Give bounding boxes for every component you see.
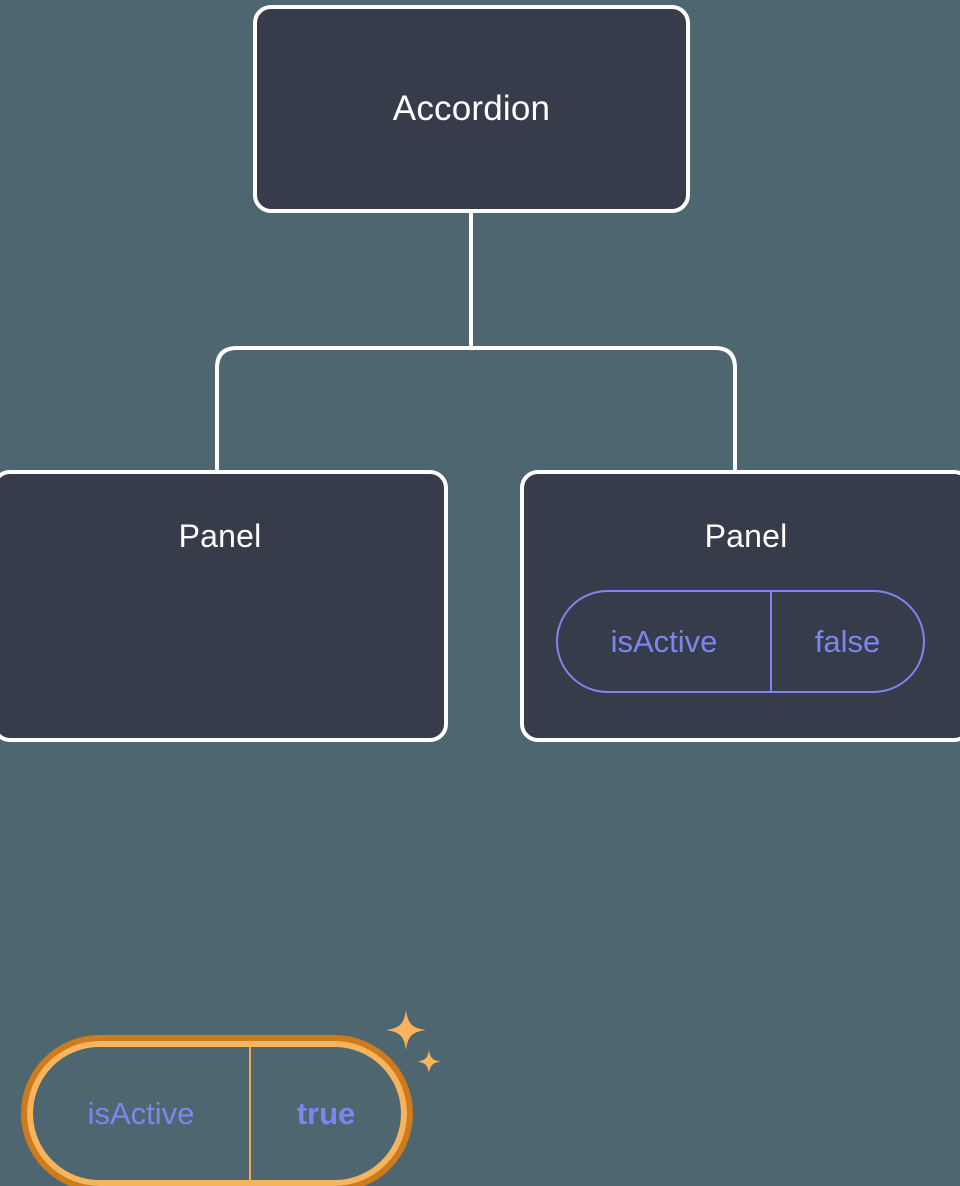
sparkle-small-icon [417,1050,441,1074]
prop-pill-isactive-true[interactable]: isActive true [27,1041,407,1186]
prop-key-label: isActive [610,623,718,659]
tree-node-panel-active[interactable]: Panel isActive true [0,470,448,1186]
sparkle-large-icon [386,1010,426,1050]
connector-branch-bar [215,346,737,472]
node-title-panel-inactive: Panel [704,518,788,554]
prop-value-label: false [770,592,923,691]
tree-connector-lines [215,211,737,472]
tree-node-accordion[interactable]: Accordion [253,5,690,213]
node-title-accordion: Accordion [392,89,551,128]
component-tree-canvas: Accordion Panel isActive true Panel isAc… [0,5,960,1186]
node-title-panel-active: Panel [178,518,262,554]
prop-pill-isactive-false[interactable]: isActive false [556,590,925,693]
prop-key-label: isActive [87,1095,195,1131]
prop-value-label: true [249,1047,401,1180]
